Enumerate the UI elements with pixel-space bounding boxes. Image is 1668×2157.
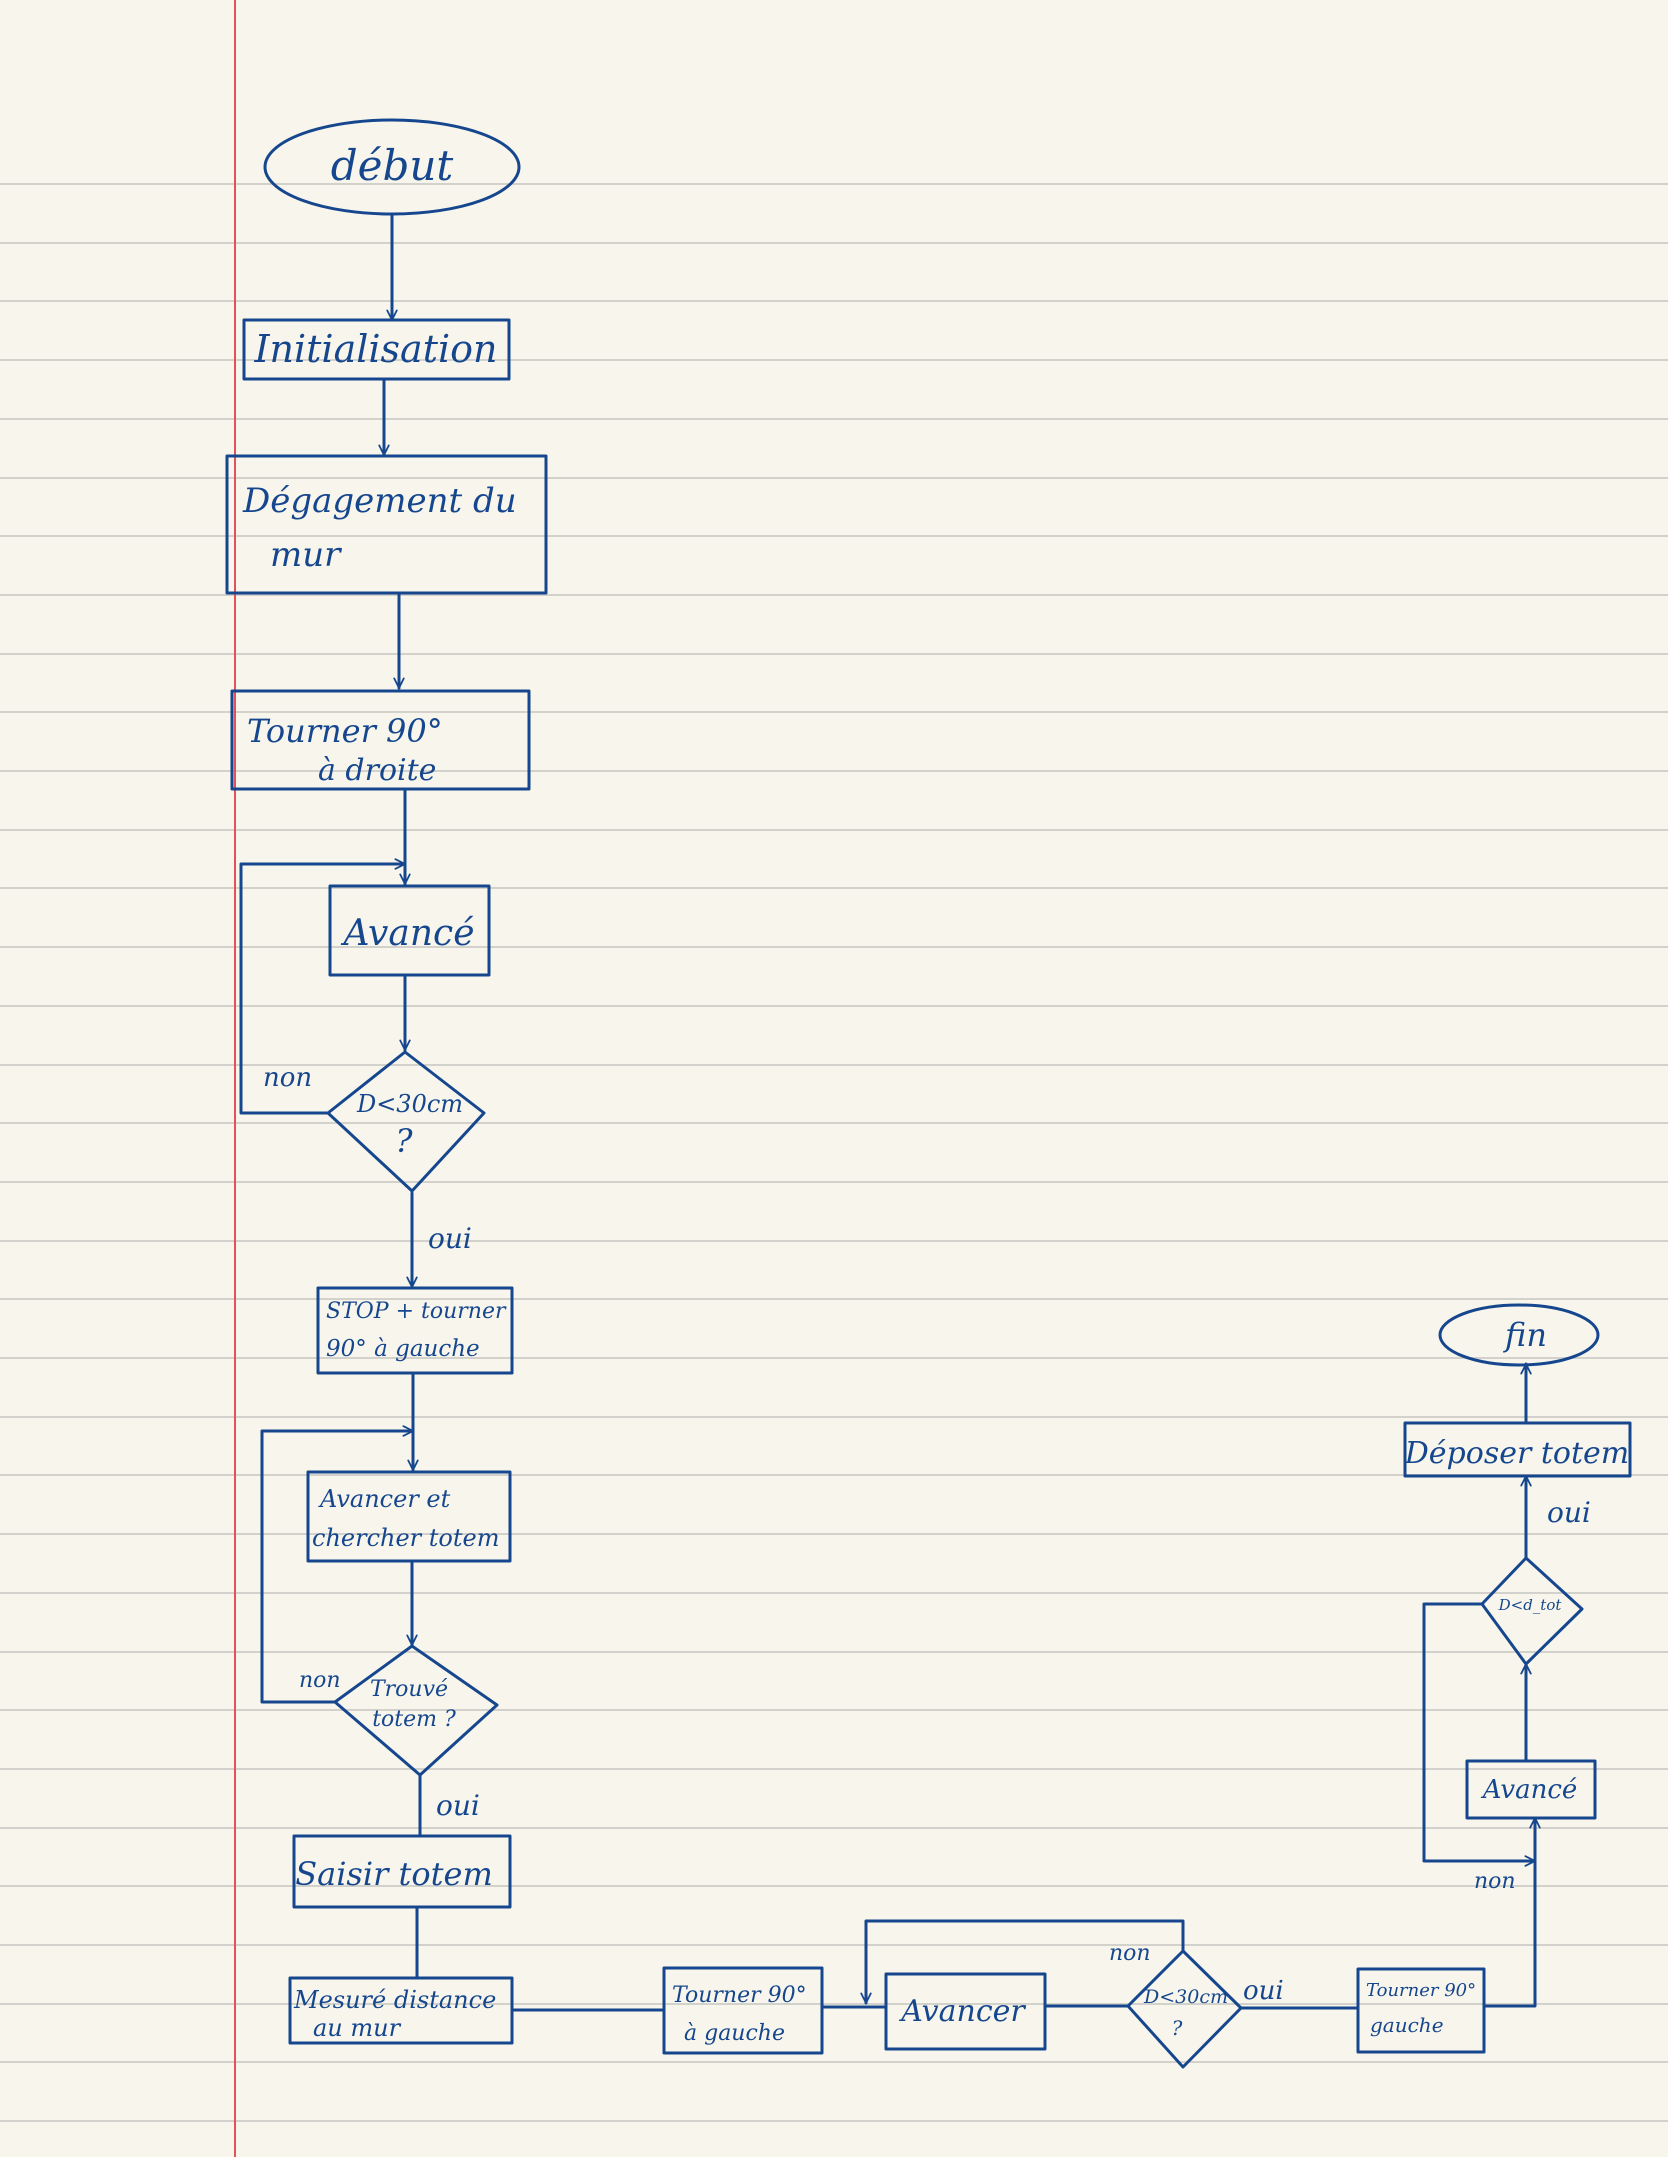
node-tourner-gauche-2: Tourner 90° gauche — [1356, 1967, 1486, 2054]
label-avance-3: Avancé — [1481, 1775, 1578, 1805]
label-d1-oui: oui — [428, 1222, 472, 1255]
label-decision-1b: ? — [395, 1122, 413, 1160]
label-initialisation: Initialisation — [254, 327, 498, 371]
label-deposer: Déposer totem — [1404, 1436, 1629, 1471]
node-saisir: Saisir totem — [292, 1834, 512, 1909]
edge-decision2-non-loop — [866, 1919, 1185, 2005]
label-avancer-2: Avancer — [898, 1994, 1026, 2029]
node-avance-3: Avancé — [1465, 1759, 1597, 1820]
label-tourner-droite-2: à droite — [318, 753, 436, 788]
ruled-lines — [0, 183, 1668, 2122]
node-decision-3: D<d_tot — [1480, 1556, 1584, 1666]
start-terminal — [263, 118, 521, 216]
label-d3-oui: oui — [1547, 1496, 1591, 1529]
node-tourner-droite: Tourner 90° à droite — [230, 689, 531, 791]
edge-tourner2-avance3 — [1482, 1816, 1535, 2008]
label-decision-totem-1: Trouvé — [370, 1677, 448, 1702]
node-mesure: Mesuré distance au mur — [288, 1976, 514, 2045]
label-tourner-gauche-2b: gauche — [1370, 2013, 1444, 2037]
node-initialisation: Initialisation — [242, 318, 511, 381]
label-decision-2a: D<30cm — [1143, 1986, 1228, 2008]
node-fin: fin — [1438, 1303, 1600, 1367]
label-degagement-1: Dégagement du — [242, 481, 517, 521]
node-stop-tourner: STOP + tourner 90° à gauche — [316, 1286, 514, 1375]
node-degagement: Dégagement du mur — [225, 454, 548, 595]
label-d2-oui: oui — [1243, 1976, 1284, 2006]
label-avancer-chercher-2: chercher totem — [312, 1524, 499, 1552]
edge-labels: non oui non oui non oui oui non — [263, 1063, 1591, 2006]
label-decision-totem-2: totem ? — [372, 1707, 456, 1732]
label-tourner-gauche-1a: Tourner 90° — [672, 1983, 807, 2008]
label-fin: fin — [1503, 1316, 1547, 1354]
label-degagement-2: mur — [270, 535, 342, 575]
label-debut: début — [331, 141, 454, 190]
node-decision-2: D<30cm ? — [1126, 1949, 1243, 2069]
label-avance-1: Avancé — [341, 913, 475, 954]
label-avancer-chercher-1: Avancer et — [318, 1485, 451, 1513]
label-mesure-1: Mesuré distance — [293, 1986, 496, 2014]
label-tourner-droite-1: Tourner 90° — [247, 712, 443, 750]
node-debut: début — [263, 118, 521, 216]
label-tourner-gauche-2a: Tourner 90° — [1366, 1980, 1476, 2001]
edge-decision1-non-loop — [239, 864, 407, 1115]
connectors — [239, 212, 1537, 2012]
node-tourner-gauche-1: Tourner 90° à gauche — [662, 1966, 824, 2055]
edge-decisiontotem-non-loop — [260, 1431, 415, 1704]
label-totem-oui: oui — [436, 1789, 480, 1822]
label-totem-non: non — [299, 1668, 341, 1693]
node-deposer: Déposer totem — [1403, 1421, 1632, 1478]
label-stop-tourner-2: 90° à gauche — [326, 1336, 480, 1362]
node-avancer-2: Avancer — [884, 1972, 1047, 2051]
label-stop-tourner-1: STOP + tourner — [326, 1299, 507, 1324]
node-decision-1: D<30cm ? — [326, 1050, 486, 1193]
label-d3-non: non — [1474, 1869, 1516, 1894]
label-decision-1a: D<30cm — [356, 1090, 463, 1118]
end-terminal — [1438, 1303, 1600, 1367]
node-avance-1: Avancé — [328, 884, 491, 977]
label-mesure-2: au mur — [313, 2014, 402, 2042]
edge-decision3-non-loop — [1422, 1602, 1537, 1861]
label-tourner-gauche-1b: à gauche — [684, 2021, 785, 2046]
label-d2-non: non — [1109, 1941, 1151, 1966]
label-saisir: Saisir totem — [295, 1855, 493, 1893]
label-decision-2b: ? — [1172, 2016, 1183, 2040]
label-d1-non: non — [263, 1063, 312, 1093]
label-decision-3: D<d_tot — [1498, 1596, 1563, 1614]
node-decision-totem: Trouvé totem ? — [333, 1644, 499, 1777]
node-avancer-chercher: Avancer et chercher totem — [306, 1470, 512, 1563]
